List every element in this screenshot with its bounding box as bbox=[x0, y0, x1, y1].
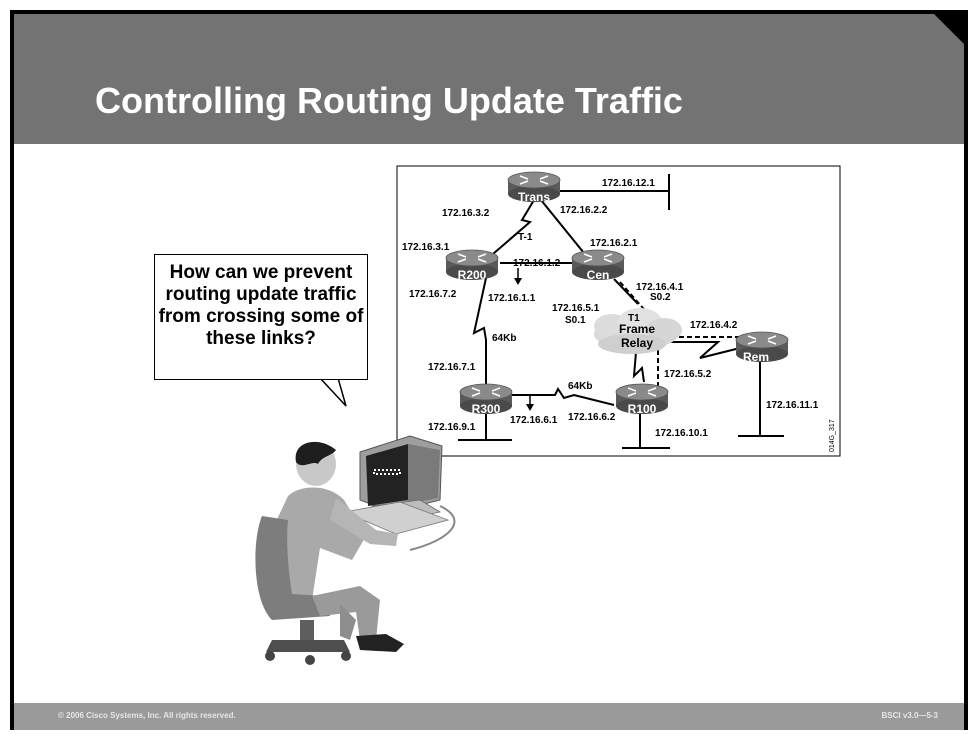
speech-bubble: How can we prevent routing update traffi… bbox=[154, 254, 368, 380]
label-64kb-left: 64Kb bbox=[492, 333, 516, 344]
cloud-label-relay: Relay bbox=[621, 336, 653, 350]
addr-172-16-6-2: 172.16.6.2 bbox=[568, 412, 616, 423]
address-labels: 172.16.12.1 172.16.3.2 172.16.2.2 172.16… bbox=[402, 178, 819, 439]
router-label-r200: R200 bbox=[458, 268, 487, 282]
copyright-text: © 2006 Cisco Systems, Inc. All rights re… bbox=[58, 711, 236, 720]
label-t1-top: T-1 bbox=[518, 232, 533, 243]
addr-172-16-1-1: 172.16.1.1 bbox=[488, 293, 536, 304]
links bbox=[458, 174, 784, 449]
router-trans: Trans bbox=[507, 171, 561, 204]
router-rem: Rem bbox=[735, 331, 789, 364]
addr-172-16-6-1: 172.16.6.1 bbox=[510, 415, 558, 426]
slide-footer: © 2006 Cisco Systems, Inc. All rights re… bbox=[14, 703, 964, 730]
router-label-r300: R300 bbox=[472, 402, 501, 416]
router-label-r100: R100 bbox=[628, 402, 657, 416]
addr-172-16-2-1: 172.16.2.1 bbox=[590, 238, 638, 249]
addr-172-16-9-1: 172.16.9.1 bbox=[428, 422, 476, 433]
router-label-trans: Trans bbox=[518, 190, 550, 204]
router-cen: Cen bbox=[571, 249, 625, 282]
label-s01: S0.1 bbox=[565, 315, 586, 326]
addr-172-16-12-1: 172.16.12.1 bbox=[602, 178, 655, 189]
frame-relay-cloud: Frame Relay bbox=[594, 308, 682, 354]
arrows bbox=[514, 268, 534, 411]
person-at-computer-illustration bbox=[255, 435, 456, 665]
addr-172-16-4-2: 172.16.4.2 bbox=[690, 320, 738, 331]
addr-172-16-3-1: 172.16.3.1 bbox=[402, 242, 450, 253]
label-s02: S0.2 bbox=[650, 292, 671, 303]
label-t1-mid: T1 bbox=[628, 313, 640, 324]
header-corner bbox=[934, 14, 968, 48]
addr-172-16-5-1: 172.16.5.1 bbox=[552, 303, 600, 314]
course-id-text: BSCI v3.0—5-3 bbox=[881, 711, 938, 720]
router-r100: R100 bbox=[615, 383, 669, 416]
addr-172-16-2-2: 172.16.2.2 bbox=[560, 205, 608, 216]
router-label-cen: Cen bbox=[587, 268, 610, 282]
addr-172-16-7-1: 172.16.7.1 bbox=[428, 362, 476, 373]
figure-id: 014G_317 bbox=[829, 419, 836, 452]
addr-172-16-3-2: 172.16.3.2 bbox=[442, 208, 490, 219]
addr-172-16-10-1: 172.16.10.1 bbox=[655, 428, 708, 439]
label-64kb-bottom: 64Kb bbox=[568, 381, 592, 392]
slide-title: Controlling Routing Update Traffic bbox=[95, 80, 683, 121]
link-labels: T-1 T1 S0.2 S0.1 64Kb 64Kb bbox=[492, 232, 671, 392]
router-label-rem: Rem bbox=[743, 350, 769, 364]
router-r200: R200 bbox=[445, 249, 499, 282]
cloud-label-frame: Frame bbox=[619, 322, 655, 336]
addr-172-16-7-2: 172.16.7.2 bbox=[409, 289, 457, 300]
addr-172-16-1-2: 172.16.1.2 bbox=[513, 258, 561, 269]
router-r300: R300 bbox=[459, 383, 513, 416]
slide-header bbox=[14, 14, 964, 144]
question-text: How can we prevent routing update traffi… bbox=[158, 262, 364, 349]
addr-172-16-11-1: 172.16.11.1 bbox=[766, 400, 819, 411]
addr-172-16-4-1: 172.16.4.1 bbox=[636, 282, 684, 293]
addr-172-16-5-2: 172.16.5.2 bbox=[664, 369, 712, 380]
bubble-tail bbox=[318, 377, 347, 407]
